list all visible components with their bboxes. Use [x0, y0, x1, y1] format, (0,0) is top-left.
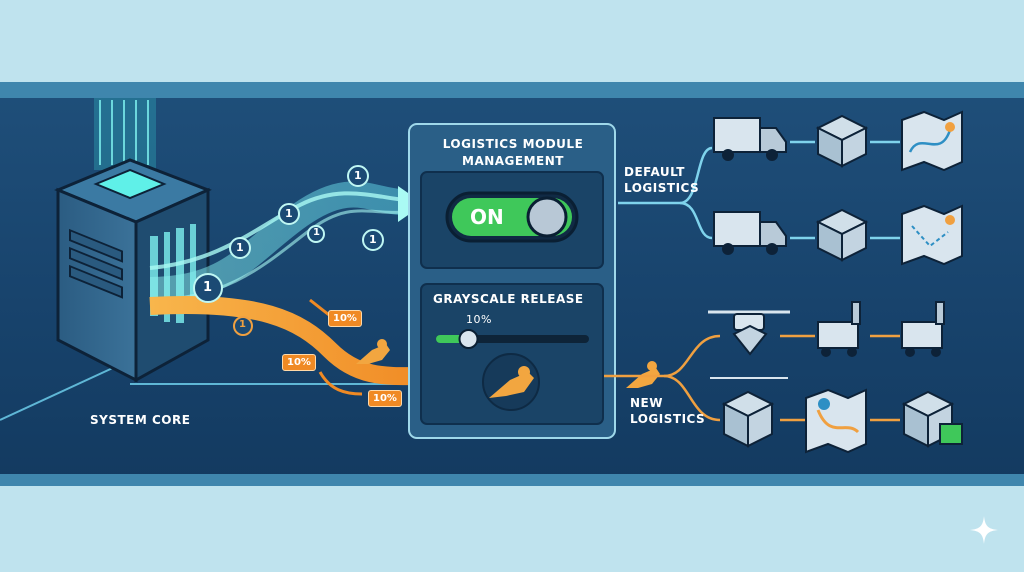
robot-cart-icon	[901, 301, 945, 357]
truck-icon	[713, 117, 787, 161]
bird-icon	[489, 366, 534, 398]
bottom-band	[0, 486, 1024, 572]
system-core-label: SYSTEM CORE	[90, 413, 191, 427]
slider-knob[interactable]	[458, 329, 479, 349]
module-panel-title: LOGISTICS MODULE MANAGEMENT	[442, 137, 584, 168]
sparkle-icon	[970, 516, 998, 544]
drone-icon	[710, 377, 788, 448]
flow-marker: 1	[313, 227, 321, 238]
slider-value: 10%	[466, 313, 492, 326]
map-icon	[805, 388, 867, 454]
traffic-badge: 10%	[368, 390, 402, 407]
new-connectors	[604, 334, 900, 422]
package-icon	[901, 390, 963, 448]
default-connectors	[618, 140, 900, 240]
truck-icon	[713, 211, 787, 255]
package-icon	[815, 208, 869, 262]
robot-cart-icon	[817, 301, 861, 357]
flow-marker: 1	[239, 319, 247, 330]
traffic-badge: 10%	[328, 310, 362, 327]
flow-marker: 1	[354, 169, 363, 182]
flow-marker-icons	[193, 165, 384, 336]
flow-marker: 1	[236, 241, 245, 254]
bird-icon	[356, 339, 390, 364]
flow-marker: 1	[285, 207, 294, 220]
bird-icon	[626, 361, 660, 388]
on-toggle-label: ON	[470, 205, 504, 229]
grayscale-title: GRAYSCALE RELEASE	[433, 292, 584, 306]
ground-line	[0, 359, 131, 421]
top-band	[0, 0, 1024, 82]
traffic-badge: 10%	[282, 354, 316, 371]
drone-icon	[708, 310, 790, 356]
flow-marker: 1	[203, 280, 213, 295]
flow-marker: 1	[369, 233, 378, 246]
package-icon	[815, 114, 869, 168]
server-icon	[54, 98, 212, 383]
new-logistics-label: NEW LOGISTICS	[630, 396, 706, 426]
main-bottom-edge	[0, 474, 1024, 486]
map-icon	[901, 110, 963, 172]
main-top-edge	[0, 82, 1024, 98]
default-logistics-label: DEFAULT LOGISTICS	[624, 165, 700, 195]
map-icon	[901, 204, 963, 266]
on-toggle-knob[interactable]	[526, 196, 568, 238]
